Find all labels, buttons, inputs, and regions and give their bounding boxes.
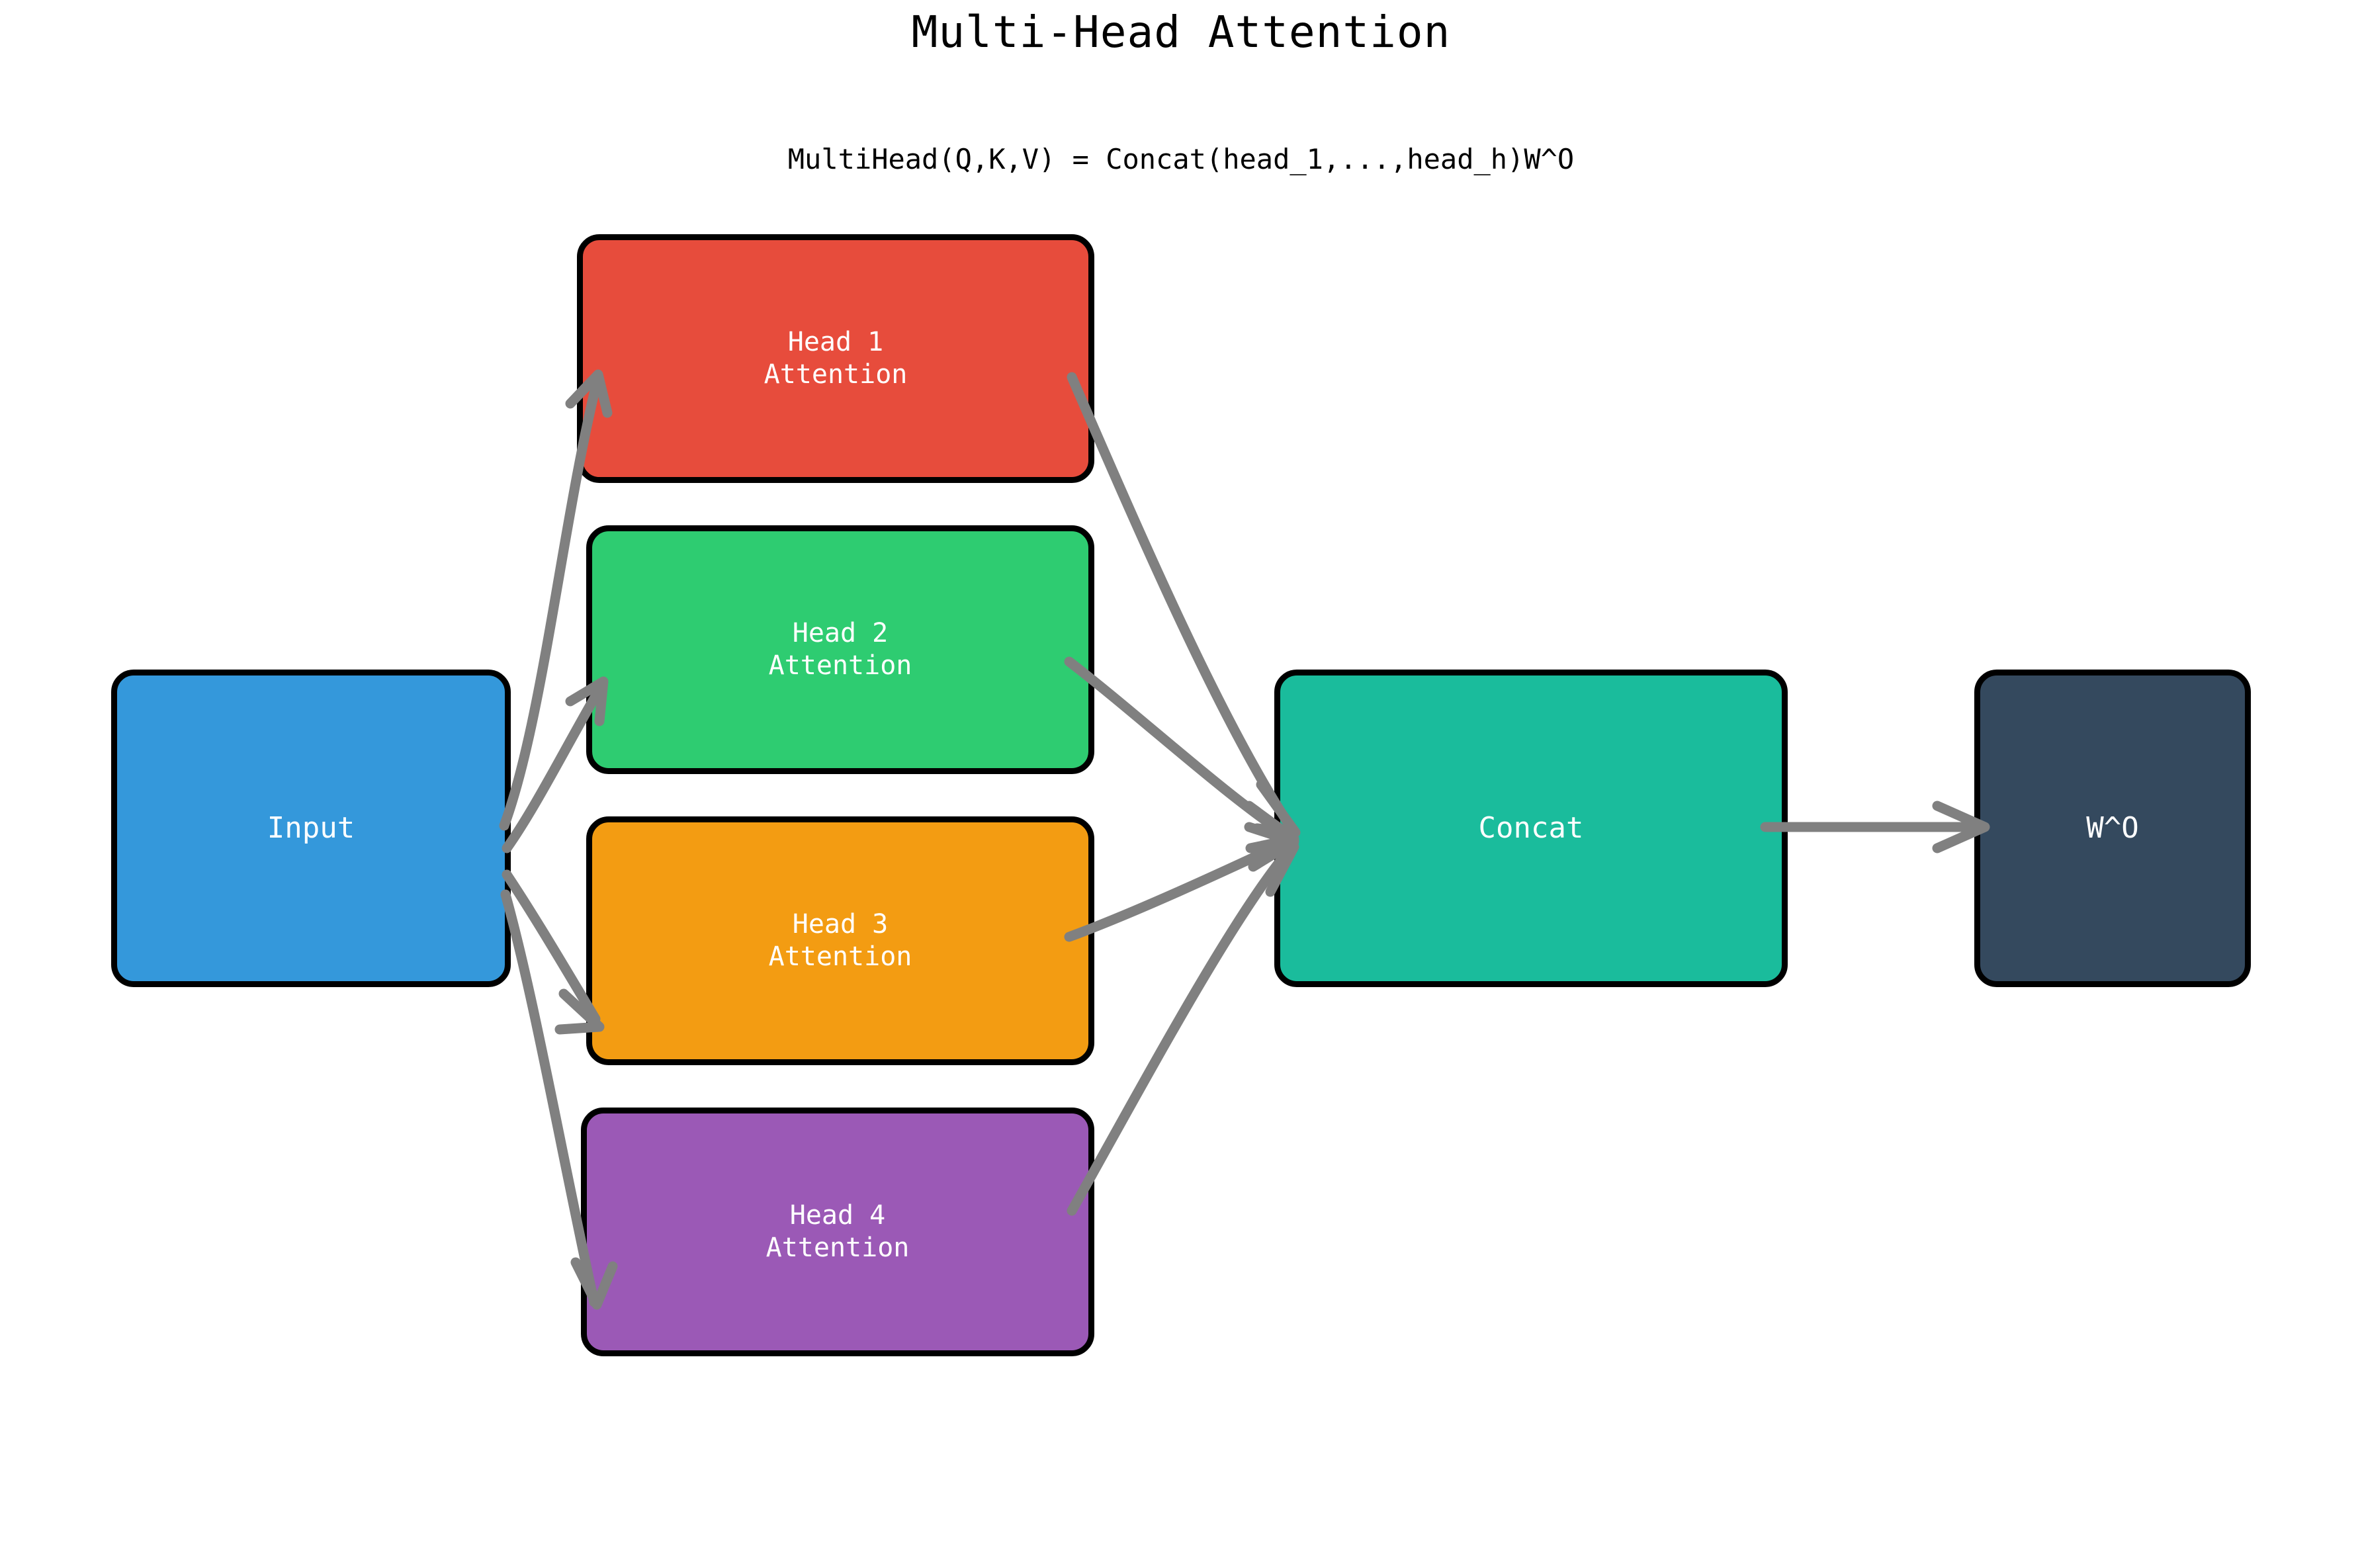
node-head4[interactable]: Head 4 Attention [581, 1108, 1094, 1356]
node-head3[interactable]: Head 3 Attention [586, 816, 1094, 1065]
edge-head4-concat [1067, 848, 1291, 1216]
node-concat[interactable]: Concat [1274, 670, 1788, 987]
node-input-label: Input [267, 811, 355, 846]
page-title: Multi-Head Attention [911, 7, 1451, 58]
edge-head1-concat [1067, 372, 1294, 830]
edge-head3-concat [1064, 838, 1290, 942]
edge-head2-concat [1064, 656, 1291, 840]
node-head1[interactable]: Head 1 Attention [577, 234, 1094, 483]
node-head3-label: Head 3 Attention [768, 909, 912, 972]
node-head2-label: Head 2 Attention [768, 618, 912, 681]
node-concat-label: Concat [1478, 811, 1584, 846]
node-head2[interactable]: Head 2 Attention [586, 525, 1094, 774]
edge-input-head2 [502, 684, 605, 853]
node-head4-label: Head 4 Attention [765, 1200, 910, 1263]
node-wo-label: W^O [2086, 811, 2139, 846]
formula-text: MultiHead(Q,K,V) = Concat(head_1,...,hea… [787, 143, 1575, 175]
node-wo[interactable]: W^O [1974, 670, 2251, 987]
node-head1-label: Head 1 Attention [764, 327, 908, 390]
edge-input-head3 [502, 869, 601, 1024]
node-input[interactable]: Input [111, 670, 511, 987]
